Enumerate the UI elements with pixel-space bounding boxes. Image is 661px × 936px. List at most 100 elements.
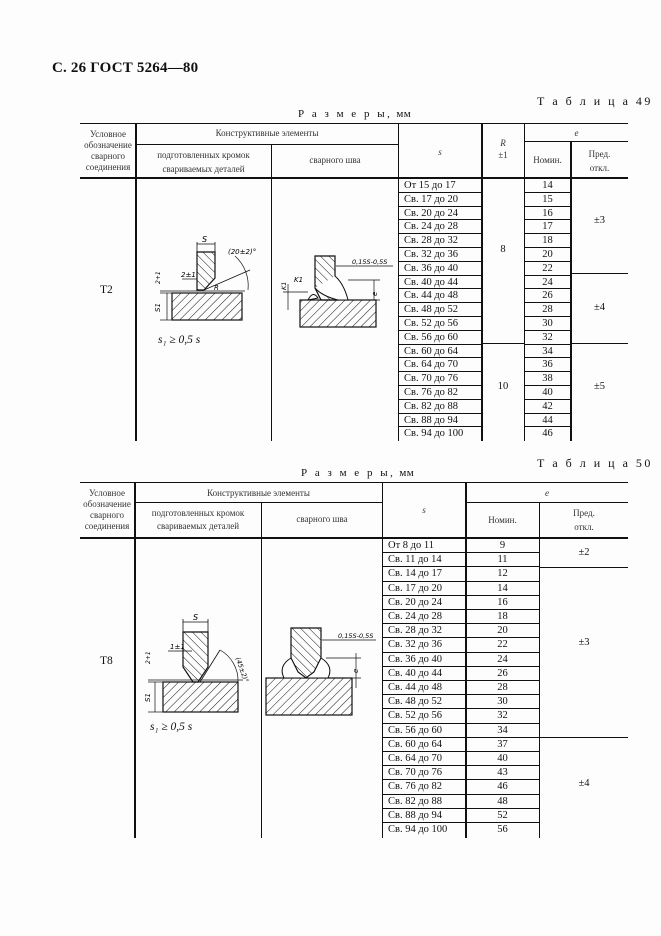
s-range-cell: Св. 36 до 40 — [388, 653, 443, 665]
header-structural-elements: Конструктивные элементы — [215, 128, 319, 138]
s-range-cell: Св. 94 до 100 — [404, 428, 464, 440]
joint-designation: Т8 — [100, 655, 113, 667]
header-tolerance: Пред. откл. — [540, 508, 628, 533]
svg-text:2+1: 2+1 — [145, 651, 152, 664]
s-range-cell: Св. 20 до 24 — [404, 207, 459, 219]
e-nominal-cell: 18 — [497, 611, 508, 622]
e-nominal-cell: 28 — [542, 304, 553, 316]
s-range-cell: Св. 44 до 48 — [404, 290, 459, 302]
e-nominal-cell: 38 — [542, 373, 553, 385]
e-nominal-cell: 40 — [542, 387, 553, 398]
s-range-cell: Св. 28 до 32 — [388, 625, 443, 637]
svg-text:2±1: 2±1 — [181, 271, 196, 279]
table-49-label: Т а б л и ц а 49 — [537, 94, 653, 108]
tol-group-2: ±4 — [593, 302, 605, 313]
s-range-cell: От 8 до 11 — [388, 540, 434, 551]
s-range-cell: Св. 48 до 52 — [404, 304, 459, 316]
e-nominal-cell: 30 — [497, 696, 508, 708]
joint-designation: Т2 — [100, 284, 113, 296]
svg-text:S1: S1 — [154, 303, 162, 312]
e-nominal-cell: 26 — [497, 667, 508, 679]
header-line: подготовленных кромок — [157, 150, 250, 160]
e-nominal-cell: 20 — [542, 249, 553, 260]
t2-prepared-edges-drawing: S (20±2)° 2±1 R S1 2+1 — [154, 235, 256, 321]
header-e: e — [574, 128, 579, 138]
R-value-group-1: 8 — [500, 244, 506, 255]
table-50-label: Т а б л и ц а 50 — [537, 456, 653, 470]
sizes-text: Р а з м е р ы, — [301, 467, 396, 479]
header-nominal: Номин. — [533, 155, 562, 165]
e-nominal-cell: 40 — [497, 753, 508, 764]
header-prepared-edges: подготовленных кромок свариваемых детале… — [135, 508, 261, 532]
s-range-cell: Св. 11 до 14 — [388, 554, 442, 566]
t8-formula: s₁ ≥ 0,5 s — [150, 721, 193, 733]
svg-text:(20±2)°: (20±2)° — [228, 248, 256, 256]
s-range-cell: Св. 56 до 60 — [388, 724, 443, 736]
svg-text:S: S — [202, 235, 207, 244]
sizes-text: Р а з м е р ы, — [298, 108, 393, 120]
e-nominal-cell: 32 — [542, 331, 553, 343]
header-line: сварного — [90, 510, 124, 520]
e-nominal-cell: 56 — [497, 824, 508, 835]
e-nominal-cell: 52 — [497, 809, 508, 821]
s-range-cell: Св. 32 до 36 — [388, 639, 443, 651]
e-nominal-cell: 22 — [497, 639, 508, 651]
e-nominal-cell: 24 — [542, 276, 553, 288]
e-nominal-cell: 43 — [497, 767, 508, 779]
svg-text:R: R — [214, 284, 219, 292]
tol-group-2: ±3 — [578, 637, 590, 648]
R-value-group-2: 10 — [497, 381, 509, 392]
e-nominal-cell: 46 — [542, 428, 553, 440]
s-range-cell: Св. 24 до 28 — [388, 611, 443, 622]
e-nominal-cell: 46 — [497, 781, 508, 793]
e-nominal-cell: 16 — [497, 596, 508, 608]
header-line: Условное — [90, 129, 126, 139]
s-range-cell: Св. 52 до 56 — [404, 318, 459, 329]
header-R: R — [500, 138, 506, 148]
header-weld: сварного шва — [296, 514, 348, 524]
header-line: свариваемых деталей — [162, 164, 245, 174]
header-line: Условное — [89, 488, 125, 498]
s-range-cell: Св. 32 до 36 — [404, 249, 459, 260]
header-line: обозначение — [83, 499, 131, 509]
e-nominal-cell: 44 — [542, 414, 553, 426]
svg-text:K1: K1 — [280, 282, 288, 290]
s-range-cell: Св. 52 до 56 — [388, 710, 443, 722]
s-range-cell: Св. 48 до 52 — [388, 696, 443, 708]
e-nominal-cell: 22 — [542, 262, 553, 274]
header-line: соединения — [84, 521, 130, 531]
header-tolerance: Пред. откл. — [571, 149, 628, 174]
t8-weld-drawing: 0,15S-0,5S e — [265, 627, 376, 716]
e-nominal-cell: 34 — [542, 345, 553, 357]
s-range-cell: Св. 82 до 88 — [388, 795, 443, 807]
t2-weld-drawing: 0,15S-0,5S e K1 K1 — [280, 255, 393, 328]
svg-text:e: e — [371, 292, 379, 296]
table-49-sizes-label: Р а з м е р ы,мм — [298, 108, 411, 120]
header-s: s — [438, 147, 442, 157]
svg-text:2+1: 2+1 — [155, 271, 162, 284]
s-range-cell: Св. 40 до 44 — [388, 667, 443, 679]
s-range-cell: Св. 56 до 60 — [404, 331, 459, 343]
tol-group-1: ±3 — [593, 215, 605, 226]
s-range-cell: Св. 88 до 94 — [404, 414, 459, 426]
s-range-cell: Св. 70 до 76 — [404, 373, 459, 385]
page-header: С. 26 ГОСТ 5264—80 — [52, 60, 199, 76]
s-range-cell: Св. 20 до 24 — [388, 596, 443, 608]
header-line: сварного — [91, 151, 125, 161]
header-line: Пред. — [588, 149, 611, 159]
svg-text:K1: K1 — [294, 276, 303, 284]
e-nominal-cell: 36 — [542, 359, 553, 371]
s-range-cell: Св. 76 до 82 — [404, 387, 459, 398]
e-nominal-cell: 24 — [497, 653, 508, 665]
e-nominal-cell: 42 — [542, 400, 553, 412]
e-nominal-cell: 30 — [542, 318, 553, 329]
tol-group-1: ±2 — [578, 547, 590, 558]
s-range-cell: Св. 60 до 64 — [388, 738, 443, 750]
e-nominal-cell: 14 — [542, 180, 553, 191]
s-range-cell: Св. 17 до 20 — [388, 582, 443, 594]
s-range-cell: Св. 64 до 70 — [388, 753, 443, 764]
s-range-cell: Св. 17 до 20 — [404, 193, 459, 205]
s-range-cell: Св. 88 до 94 — [388, 809, 443, 821]
s-range-cell: Св. 64 до 70 — [404, 359, 459, 371]
sizes-unit: мм — [399, 467, 415, 479]
